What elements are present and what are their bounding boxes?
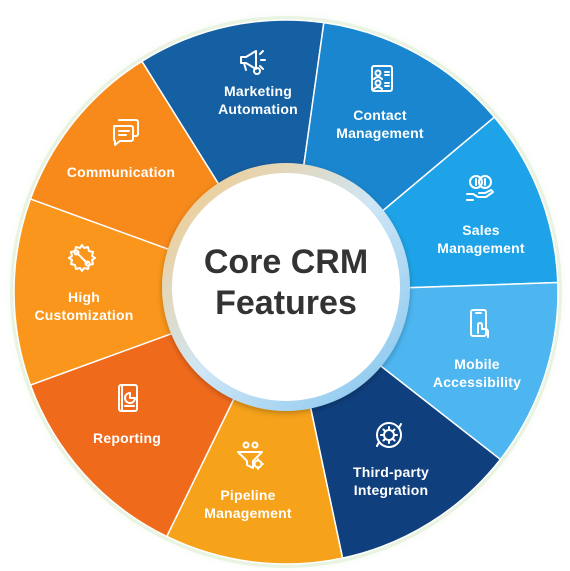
label-contact-management-line1: Contact xyxy=(353,107,407,123)
chat-bubble-icon xyxy=(112,119,139,146)
label-mobile-accessibility-line2: Accessibility xyxy=(433,374,521,390)
funnel-icon xyxy=(237,441,264,470)
label-pipeline-management-line1: Pipeline xyxy=(220,487,275,503)
report-chart-icon xyxy=(118,384,138,412)
label-mobile-accessibility-line1: Mobile xyxy=(454,356,500,372)
contact-card-icon xyxy=(371,65,393,92)
label-marketing-automation-line1: Marketing xyxy=(224,83,292,99)
center-disc xyxy=(172,173,400,401)
label-sales-management-line2: Management xyxy=(437,240,525,256)
label-high-customization-line1: High xyxy=(68,289,100,305)
mobile-touch-icon xyxy=(470,309,489,338)
center-title-line2: Features xyxy=(215,284,357,322)
label-communication-line1: Communication xyxy=(67,164,175,180)
center-title-line1: Core CRM xyxy=(204,243,368,281)
segments-layer xyxy=(13,19,559,565)
label-sales-management-line1: Sales xyxy=(462,222,500,238)
gear-wrench-icon xyxy=(68,244,96,272)
label-high-customization-line2: Customization xyxy=(34,307,133,323)
label-third-party-integration-line2: Integration xyxy=(354,482,429,498)
label-marketing-automation-line2: Automation xyxy=(218,101,298,117)
icons-layer xyxy=(68,50,494,470)
coins-hand-icon xyxy=(466,175,494,201)
label-contact-management-line2: Management xyxy=(336,125,424,141)
label-pipeline-management-line2: Management xyxy=(204,505,292,521)
label-third-party-integration-line1: Third-party xyxy=(353,464,429,480)
megaphone-icon xyxy=(240,50,266,75)
label-reporting-line1: Reporting xyxy=(93,430,161,446)
integration-gear-icon xyxy=(376,422,402,448)
